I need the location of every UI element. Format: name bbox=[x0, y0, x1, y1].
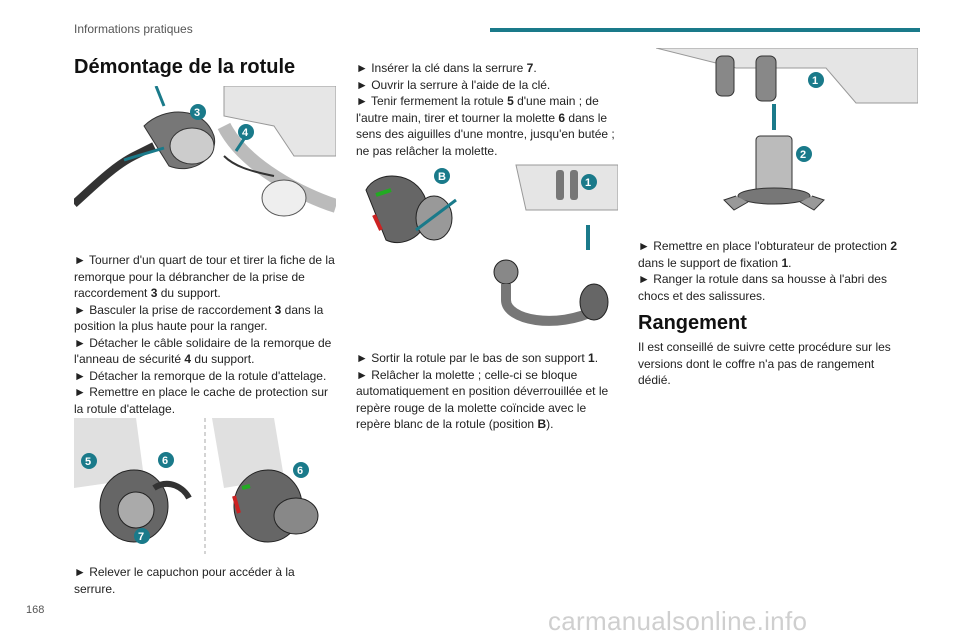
callout-6: 6 bbox=[162, 455, 168, 467]
col2-instructions-b: ► Sortir la rotule par le bas de son sup… bbox=[356, 350, 618, 433]
instruction-item: ► Remettre en place l'obturateur de prot… bbox=[638, 239, 897, 270]
instruction-item: ► Détacher le câble solidaire de la remo… bbox=[74, 335, 332, 367]
instruction-item: ► Sortir la rotule par le bas de son sup… bbox=[356, 351, 599, 365]
section-title-demontage: Démontage de la rotule bbox=[74, 56, 296, 78]
instruction-item: ► Relâcher la molette ; celle-ci se bloq… bbox=[356, 367, 609, 432]
page-number: 168 bbox=[26, 604, 45, 616]
instruction-item: ► Détacher la remorque de la rotule d'at… bbox=[74, 368, 327, 383]
figure-replace-cap: 1 2 bbox=[656, 48, 918, 228]
figure-unplug-trailer: 3 4 bbox=[74, 86, 336, 220]
instruction-item: ► Tenir fermement la rotule 5 d'une main… bbox=[356, 94, 615, 158]
running-header: Informations pratiques bbox=[74, 22, 193, 36]
col3-rangement-text: Il est conseillé de suivre cette procédu… bbox=[638, 340, 891, 387]
instruction-item: ► Ranger la rotule dans sa housse à l'ab… bbox=[638, 272, 887, 303]
col2-instructions-a: ► Insérer la clé dans la serrure 7. ► Ou… bbox=[356, 60, 618, 159]
figure-cap-release: 5 6 7 6 bbox=[74, 418, 336, 554]
callout-6b: 6 bbox=[297, 465, 303, 477]
figure-remove-ball: B 1 bbox=[356, 160, 618, 340]
instruction-item: ► Remettre en place le cache de protecti… bbox=[74, 385, 329, 416]
callout-1: 1 bbox=[812, 75, 818, 87]
callout-5: 5 bbox=[85, 456, 91, 468]
callout-7: 7 bbox=[138, 531, 144, 543]
instruction-item: ► Insérer la clé dans la serrure 7. bbox=[356, 61, 537, 75]
col1-instruction-cap: ► Relever le capuchon pour accéder à la … bbox=[74, 565, 295, 596]
col3-instructions: ► Remettre en place l'obturateur de prot… bbox=[638, 238, 900, 304]
instruction-item: ► Basculer la prise de raccordement 3 da… bbox=[74, 302, 324, 334]
callout-1: 1 bbox=[585, 177, 591, 189]
section-title-rangement: Rangement bbox=[638, 312, 747, 334]
instruction-item: ► Ouvrir la serrure à l'aide de la clé. bbox=[356, 77, 551, 92]
instruction-item: ► Tourner d'un quart de tour et tirer la… bbox=[74, 253, 335, 300]
callout-B: B bbox=[438, 171, 446, 183]
watermark: carmanualsonline.info bbox=[548, 606, 808, 636]
header-accent-bar bbox=[490, 28, 920, 32]
col1-instructions: ► Tourner d'un quart de tour et tirer la… bbox=[74, 252, 336, 417]
callout-3: 3 bbox=[194, 107, 200, 119]
callout-2: 2 bbox=[800, 149, 806, 161]
callout-4: 4 bbox=[242, 127, 249, 139]
